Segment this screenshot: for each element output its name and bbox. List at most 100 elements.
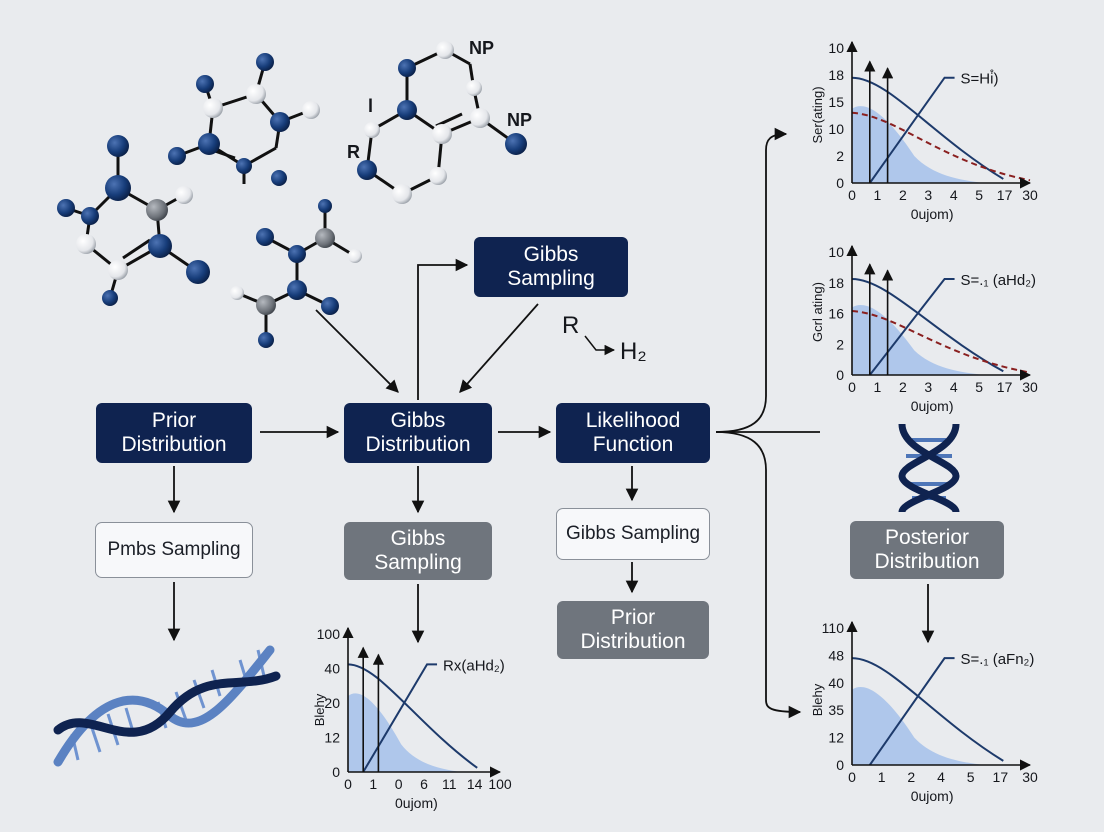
- y-axis-label: Ser(ating): [810, 86, 825, 143]
- y-tick-label: 100: [317, 626, 341, 642]
- x-tick-label: 5: [975, 187, 983, 203]
- dna-helix-right: [898, 423, 960, 514]
- y-tick-label: 10: [828, 40, 844, 56]
- molecule-center-atoms: [230, 199, 362, 348]
- molecule-left-atoms: [57, 135, 210, 306]
- x-axis-label: 0ujom): [911, 398, 954, 414]
- decay-curve: [851, 657, 1004, 762]
- x-axis-label: 0ujom): [911, 788, 954, 804]
- x-tick-label: 0: [395, 776, 403, 792]
- y-tick-label: 18: [828, 275, 844, 291]
- reaction-r-label: R: [562, 312, 580, 339]
- y-tick-label: 110: [822, 620, 845, 636]
- gibbs-sampling-light-box[interactable]: Gibbs Sampling: [556, 508, 710, 560]
- annotation-label: Rx(aHd₂): [443, 657, 505, 674]
- x-tick-label: 3: [924, 187, 932, 203]
- prior-distribution-gray-label: Prior Distribution: [580, 606, 686, 653]
- prior-distribution-box[interactable]: Prior Distribution: [96, 403, 252, 463]
- x-tick-label: 100: [488, 776, 512, 792]
- y-tick-label: 2: [836, 148, 844, 164]
- rising-line: [869, 278, 955, 376]
- prior-distribution-gray-box[interactable]: Prior Distribution: [557, 601, 709, 659]
- y-tick-label: 15: [828, 94, 844, 110]
- y-tick-label: 20: [324, 695, 340, 711]
- gibbs-distribution-label: Gibbs Distribution: [365, 409, 471, 456]
- x-tick-label: 1: [878, 769, 886, 785]
- gibbs-sampling-mid-box[interactable]: Gibbs Sampling: [344, 522, 492, 580]
- y-axis-label: Gcrl ating): [810, 282, 825, 342]
- likelihood-function-label: Likelihood Function: [585, 409, 681, 456]
- reaction-h2-label: H₂: [620, 338, 647, 365]
- x-tick-label: 4: [950, 379, 958, 395]
- x-tick-label: 0: [344, 776, 352, 792]
- x-tick-label: 30: [1022, 187, 1038, 203]
- x-tick-label: 4: [937, 769, 945, 785]
- decay-curve: [347, 663, 478, 769]
- x-tick-label: 30: [1022, 379, 1038, 395]
- x-tick-label: 17: [993, 769, 1009, 785]
- pmbs-sampling-label: Pmbs Sampling: [107, 539, 241, 561]
- decay-curve: [851, 278, 1004, 373]
- x-tick-label: 17: [997, 379, 1013, 395]
- pmbs-sampling-box[interactable]: Pmbs Sampling: [95, 522, 253, 578]
- x-tick-label: 17: [997, 187, 1013, 203]
- x-tick-label: 0: [848, 769, 856, 785]
- x-tick-label: 11: [442, 776, 457, 792]
- y-axis-label: Blehy: [312, 693, 327, 726]
- y-tick-label: 10: [828, 244, 844, 260]
- y-tick-label: 48: [828, 647, 844, 663]
- x-axis-label: 0ujom): [911, 206, 954, 222]
- x-tick-label: 1: [874, 187, 882, 203]
- x-tick-label: 2: [907, 769, 915, 785]
- y-tick-label: 10: [828, 121, 844, 137]
- np-label-2: NP: [507, 110, 533, 130]
- y-tick-label: 2: [836, 336, 844, 352]
- y-tick-label: 0: [836, 367, 844, 383]
- y-tick-label: 0: [836, 757, 844, 773]
- x-tick-label: 30: [1022, 769, 1038, 785]
- gibbs-sampling-top-label: Gibbs Sampling: [507, 243, 595, 290]
- shaded-area: [852, 106, 986, 183]
- likelihood-function-box[interactable]: Likelihood Function: [556, 403, 710, 463]
- annotation-label: S=.₁ (aFn₂): [961, 651, 1035, 668]
- x-tick-label: 5: [975, 379, 983, 395]
- gibbs-sampling-light-label: Gibbs Sampling: [565, 523, 701, 545]
- posterior-distribution-box[interactable]: Posterior Distribution: [850, 521, 1004, 579]
- x-tick-label: 1: [369, 776, 377, 792]
- y-tick-label: 35: [828, 702, 844, 718]
- gibbs-distribution-box[interactable]: Gibbs Distribution: [344, 403, 492, 463]
- np-label-1: NP: [469, 38, 495, 58]
- rising-line: [868, 76, 955, 184]
- molecule-center: [236, 206, 356, 340]
- dna-helix-bottom-left: [53, 645, 281, 767]
- connectors: [167, 127, 935, 719]
- x-tick-label: 0: [848, 187, 856, 203]
- shaded-area: [852, 686, 986, 765]
- rising-line: [362, 663, 438, 773]
- y-tick-label: 12: [828, 730, 844, 746]
- x-tick-label: 2: [899, 187, 907, 203]
- y-tick-label: 0: [332, 764, 340, 780]
- l-label: l: [368, 96, 374, 116]
- gibbs-sampling-top-box[interactable]: Gibbs Sampling: [474, 237, 628, 297]
- x-axis-label: 0ujom): [395, 795, 438, 811]
- annotation-label: S=Hi̊): [961, 69, 999, 87]
- x-tick-label: 0: [848, 379, 856, 395]
- x-tick-label: 2: [899, 379, 907, 395]
- molecule-top-center-atoms: [357, 41, 527, 204]
- annotation-label: S=.₁ (aHd₂): [961, 272, 1037, 289]
- y-tick-label: 12: [324, 730, 340, 746]
- y-tick-label: 40: [324, 661, 340, 677]
- r-label: R: [347, 142, 360, 162]
- prior-distribution-label: Prior Distribution: [121, 409, 227, 456]
- x-tick-label: 6: [420, 776, 428, 792]
- decay-curve: [851, 76, 1004, 180]
- y-tick-label: 16: [828, 306, 844, 322]
- x-tick-label: 1: [874, 379, 882, 395]
